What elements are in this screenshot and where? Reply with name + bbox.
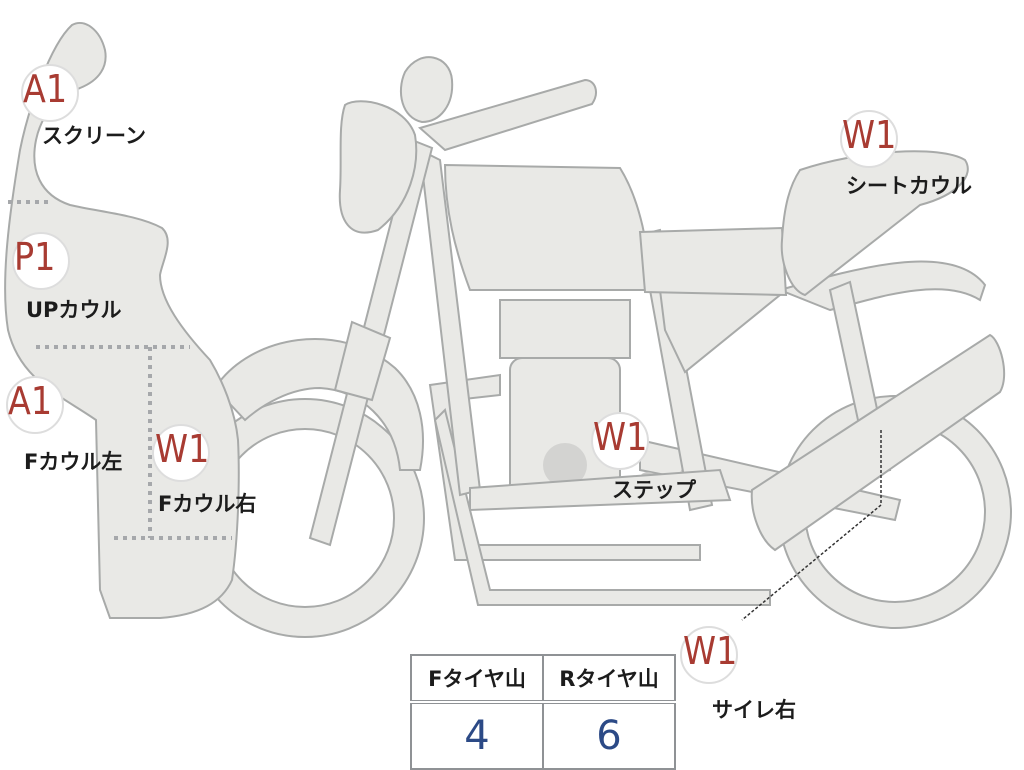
muffler (750, 333, 1006, 552)
tire-table-header-row: Fタイヤ山 Rタイヤ山 (410, 654, 676, 704)
fcowl-left-grade: A1 (8, 379, 53, 423)
step-grade: W1 (593, 415, 648, 459)
screen-badge (21, 64, 79, 122)
step-badge (591, 412, 649, 470)
seatcowl-grade: W1 (842, 113, 897, 157)
exhaust-pipe-lower (433, 408, 771, 606)
rear-tire-value: 6 (542, 701, 676, 770)
mirror (399, 56, 454, 124)
upcowl-grade: P1 (14, 235, 56, 279)
seatcowl-label: シートカウル (846, 174, 972, 198)
silencer-grade: W1 (683, 629, 738, 673)
step-label: ステップ (612, 478, 696, 502)
screen-grade: A1 (23, 67, 68, 111)
tire-tread-table: Fタイヤ山 Rタイヤ山 4 6 (410, 654, 676, 770)
seatcowl-badge (840, 110, 898, 168)
fcowl-right-label: Fカウル右 (158, 492, 257, 516)
fcowl-right-grade: W1 (155, 427, 210, 471)
fcowl-right-badge (152, 424, 210, 482)
upcowl-badge (12, 232, 70, 290)
tire-table-value-row: 4 6 (410, 701, 676, 770)
muffler-callout-line (741, 430, 882, 621)
handlebar (417, 78, 597, 152)
fcowl-left-label: Fカウル左 (24, 450, 123, 474)
front-tire-header: Fタイヤ山 (410, 654, 544, 704)
upcowl-label: UPカウル (26, 298, 122, 322)
fuel-tank (443, 163, 652, 291)
fcowl-left-badge (6, 376, 64, 434)
headlight (338, 100, 418, 234)
front-tire-value: 4 (410, 701, 544, 770)
seat (638, 226, 788, 297)
silencer-badge (680, 626, 738, 684)
rear-tire-header: Rタイヤ山 (542, 654, 676, 704)
fork-slider (333, 320, 392, 402)
seat-cowl (780, 150, 969, 297)
silencer-label: サイレ右 (712, 698, 796, 722)
frame-lower-rail (469, 468, 732, 512)
screen-label: スクリーン (42, 124, 146, 148)
